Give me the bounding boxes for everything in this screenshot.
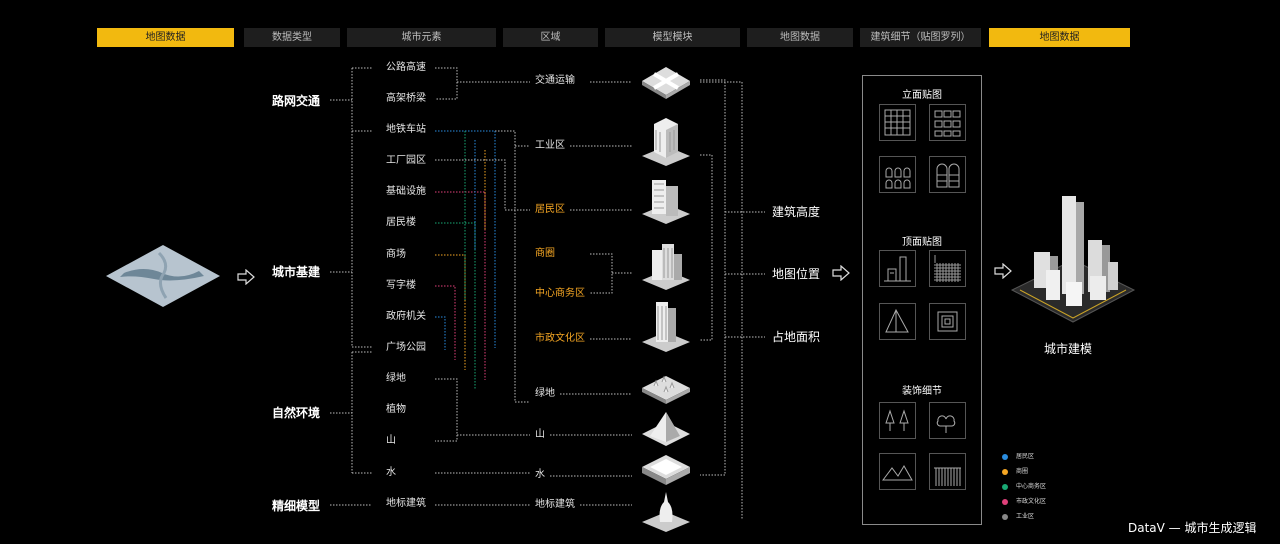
civic-building-icon [642,302,690,352]
legend-label: 工业区 [1016,513,1035,520]
decor-trees-icon [879,402,916,439]
facade-window-icon [929,104,966,141]
texture-panel: 立面贴图 顶面贴图 装饰细节 [862,75,982,525]
region-water: 水 [535,469,545,480]
roof-grid-icon [929,250,966,287]
legend-dot-icon [1002,453,1008,460]
decor-fence-icon [929,453,966,490]
legend-label: 市政文化区 [1016,498,1047,505]
residential-building-icon [642,180,690,224]
arrow-right-icon [237,269,255,285]
water-icon [642,455,690,485]
element-metro-station: 地铁车站 [386,124,426,135]
legend-item: 居民区 [1002,453,1034,461]
element-mall: 商场 [386,249,406,260]
region-residential: 居民区 [535,204,565,215]
industrial-building-icon [642,118,690,166]
legend-dot-icon [1002,483,1008,490]
region-mountain: 山 [535,429,545,440]
roof-square-icon [929,303,966,340]
region-transport: 交通运输 [535,75,575,86]
legend-item: 中心商务区 [1002,483,1046,491]
header-building-details[interactable]: 建筑细节（贴图罗列） [860,28,981,47]
legend-item: 工业区 [1002,513,1034,521]
header-map-data-2[interactable]: 地图数据 [747,28,853,47]
region-greenland: 绿地 [535,388,555,399]
region-civic-culture: 市政文化区 [535,333,585,344]
arrow-right-icon [832,265,850,281]
header-data-type[interactable]: 数据类型 [244,28,340,47]
element-greenland: 绿地 [386,373,406,384]
element-viaduct: 高架桥梁 [386,93,426,104]
city-model-icon [1010,196,1136,323]
legend-label: 商圈 [1016,468,1029,475]
decor-detail-title: 装饰细节 [902,386,942,397]
commercial-building-icon [642,244,690,290]
header-region[interactable]: 区域 [503,28,598,47]
legend-label: 居民区 [1016,453,1035,460]
element-landmark: 地标建筑 [386,498,426,509]
element-government: 政府机关 [386,311,426,322]
map-tile-icon [106,245,220,307]
legend-label: 中心商务区 [1016,483,1047,490]
category-fine-model: 精细模型 [272,499,321,513]
header-model-module[interactable]: 模型模块 [605,28,740,47]
header-map-data-1[interactable]: 地图数据 [97,28,234,47]
legend-dot-icon [1002,468,1008,475]
region-cbd: 中心商务区 [535,288,585,299]
legend-dot-icon [1002,498,1008,505]
header-map-data-3[interactable]: 地图数据 [989,28,1130,47]
roof-structure-icon [879,250,916,287]
element-office: 写字楼 [386,280,416,291]
attr-map-position: 地图位置 [772,267,821,281]
roof-texture-title: 顶面贴图 [902,237,942,248]
element-plaza-park: 广场公园 [386,342,426,353]
legend-item: 市政文化区 [1002,498,1046,506]
element-mountain: 山 [386,435,396,446]
facade-grid-icon [879,104,916,141]
category-road: 路网交通 [272,94,321,108]
element-factory-park: 工厂园区 [386,155,426,166]
element-plants: 植物 [386,404,406,415]
element-residential: 居民楼 [386,217,416,228]
attr-building-height: 建筑高度 [772,205,821,219]
result-label: 城市建模 [1044,342,1093,356]
landmark-icon [642,492,690,532]
decor-bush-icon [929,402,966,439]
road-crossing-icon [642,67,690,99]
header-city-elements[interactable]: 城市元素 [347,28,496,47]
category-nature: 自然环境 [272,406,321,420]
legend-dot-icon [1002,513,1008,520]
facade-texture-title: 立面贴图 [902,90,942,101]
mountain-icon [642,412,690,446]
element-infrastructure: 基础设施 [386,186,426,197]
decor-hills-icon [879,453,916,490]
greenland-icon [642,375,690,404]
attr-footprint-area: 占地面积 [772,330,821,344]
region-industrial: 工业区 [535,140,565,151]
element-highway: 公路高速 [386,62,426,73]
footer-caption: DataV — 城市生成逻辑 [1128,521,1257,535]
facade-arch-icon [879,156,916,193]
region-commercial: 商圈 [535,248,555,259]
region-landmark: 地标建筑 [535,499,575,510]
facade-door-icon [929,156,966,193]
arrow-right-icon [994,263,1012,279]
element-water: 水 [386,467,396,478]
category-infra: 城市基建 [272,265,321,279]
legend-item: 商圈 [1002,468,1028,476]
roof-pyramid-icon [879,303,916,340]
